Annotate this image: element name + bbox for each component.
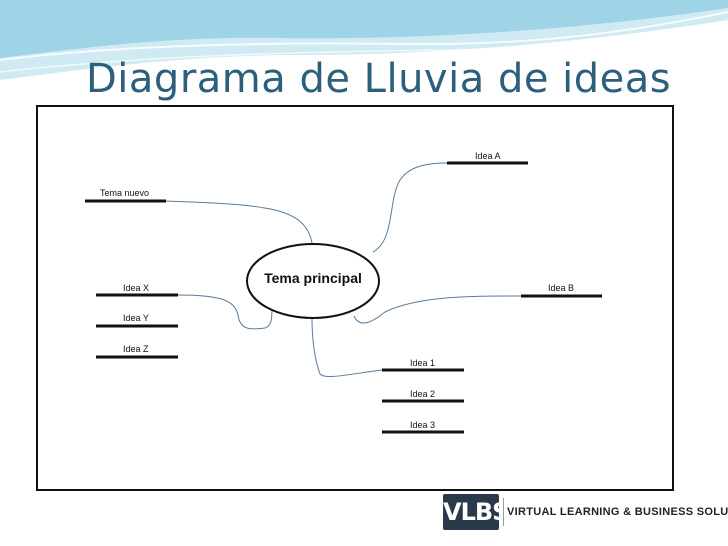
node-label-idea-a: Idea A [475,151,501,161]
node-label-idea-x: Idea X [123,283,150,293]
node-label-idea-z: Idea Z [123,344,149,354]
connector-ideas-1-3 [311,317,383,378]
slide-title: Diagrama de Lluvia de ideas [86,56,672,102]
node-label-idea-1: Idea 1 [410,358,436,368]
main-topic-label: Tema principal [264,270,362,286]
logo-divider [503,498,504,526]
connector-idea-a [372,162,448,253]
node-label-idea-2: Idea 2 [410,389,436,399]
node-label-idea-y: Idea Y [123,313,149,323]
node-label-tema-nuevo: Tema nuevo [100,188,150,198]
vlbs-logo-text: VIRTUAL LEARNING & BUSINESS SOLUTIONS [507,506,728,518]
connector-tema-nuevo [165,200,313,244]
connector-idea-b [353,295,522,324]
node-label-idea-b: Idea B [548,283,575,293]
vlbs-logo: VLBS VIRTUAL LEARNING & BUSINESS SOLUTIO… [443,494,728,530]
main-topic-ellipse [246,243,380,319]
header-wave-decoration [0,0,728,80]
connector-idea-x [177,294,273,330]
vlbs-logo-mark: VLBS [443,494,509,530]
node-label-idea-3: Idea 3 [410,420,436,430]
